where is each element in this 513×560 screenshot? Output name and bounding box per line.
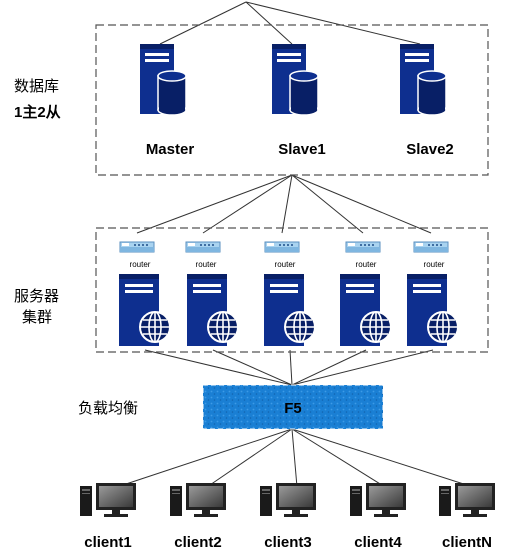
node-f5-link-3 bbox=[289, 349, 293, 386]
router-label: router bbox=[196, 260, 217, 269]
database-label-line2: 1主2从 bbox=[14, 103, 61, 121]
f5-client-link-4 bbox=[291, 428, 386, 488]
web-server-icon bbox=[119, 274, 171, 346]
database-server-icon bbox=[140, 44, 187, 116]
desktop-computer-icon bbox=[350, 483, 406, 517]
db-router-link-5 bbox=[291, 174, 432, 234]
router-icon bbox=[119, 241, 155, 253]
web-server-icon bbox=[187, 274, 239, 346]
client-2: client2 bbox=[170, 483, 226, 551]
db-server-master: Master bbox=[140, 44, 194, 158]
db-server-slave2: Slave2 bbox=[400, 44, 454, 158]
router-label: router bbox=[356, 260, 377, 269]
clients: client1 client2 client3 client4 clientN bbox=[80, 483, 495, 551]
client-label: client1 bbox=[84, 534, 132, 551]
load-balancer-label: 负载均衡 bbox=[78, 400, 138, 417]
db-server-slave1: Slave1 bbox=[272, 44, 326, 158]
cluster-node-5: router bbox=[407, 241, 459, 346]
client-label: client4 bbox=[354, 534, 402, 551]
f5-label: F5 bbox=[284, 400, 302, 417]
db-top-link-2 bbox=[245, 1, 293, 45]
web-server-icon bbox=[264, 274, 316, 346]
client-3: client3 bbox=[260, 483, 316, 551]
client-label: client2 bbox=[174, 534, 222, 551]
globe-icon bbox=[360, 311, 392, 343]
db-top-link-1 bbox=[159, 1, 247, 45]
globe-icon bbox=[427, 311, 459, 343]
node-f5-link-1 bbox=[144, 349, 293, 386]
db-server-label: Slave1 bbox=[278, 141, 326, 158]
globe-icon bbox=[139, 311, 171, 343]
database-server-icon bbox=[400, 44, 447, 116]
globe-icon bbox=[207, 311, 239, 343]
db-server-label: Slave2 bbox=[406, 141, 454, 158]
router-icon bbox=[185, 241, 221, 253]
client-5: clientN bbox=[439, 483, 495, 551]
f5-client-link-1 bbox=[116, 428, 293, 488]
node-f5-link-2 bbox=[212, 349, 293, 386]
desktop-computer-icon bbox=[170, 483, 226, 517]
connection-lines bbox=[116, 1, 474, 488]
desktop-computer-icon bbox=[260, 483, 316, 517]
web-server-icon bbox=[340, 274, 392, 346]
f5-device bbox=[202, 384, 384, 430]
router-label: router bbox=[130, 260, 151, 269]
cluster-label-line1: 服务器 bbox=[14, 288, 59, 305]
f5-load-balancer: F5 bbox=[202, 384, 384, 430]
cluster-label-line2: 集群 bbox=[22, 309, 52, 326]
desktop-computer-icon bbox=[80, 483, 136, 517]
client-label: client3 bbox=[264, 534, 312, 551]
cluster-nodes: router router router router router bbox=[119, 241, 459, 346]
client-1: client1 bbox=[80, 483, 136, 551]
router-icon bbox=[264, 241, 300, 253]
db-router-link-2 bbox=[202, 174, 293, 234]
node-f5-link-5 bbox=[291, 349, 434, 386]
db-server-label: Master bbox=[146, 141, 195, 158]
node-f5-link-4 bbox=[291, 349, 367, 386]
db-router-link-4 bbox=[291, 174, 364, 234]
database-label-line1: 数据库 bbox=[14, 78, 59, 95]
client-label: clientN bbox=[442, 534, 492, 551]
f5-client-link-3 bbox=[291, 428, 298, 488]
cluster-group-box bbox=[95, 227, 489, 353]
f5-client-link-5 bbox=[291, 428, 474, 488]
router-icon bbox=[345, 241, 381, 253]
cluster-node-4: router bbox=[340, 241, 392, 346]
client-4: client4 bbox=[350, 483, 406, 551]
cluster-node-3: router bbox=[264, 241, 316, 346]
router-label: router bbox=[275, 260, 296, 269]
database-server-icon bbox=[272, 44, 319, 116]
globe-icon bbox=[284, 311, 316, 343]
web-server-icon bbox=[407, 274, 459, 346]
f5-client-link-2 bbox=[206, 428, 293, 488]
router-icon bbox=[413, 241, 449, 253]
database-group-box bbox=[95, 24, 489, 176]
database-servers: Master Slave1 Slave2 bbox=[140, 44, 454, 158]
router-label: router bbox=[424, 260, 445, 269]
desktop-computer-icon bbox=[439, 483, 495, 517]
cluster-node-1: router bbox=[119, 241, 171, 346]
cluster-node-2: router bbox=[185, 241, 239, 346]
db-router-link-3 bbox=[281, 174, 293, 234]
db-top-link-3 bbox=[245, 1, 421, 45]
db-router-link-1 bbox=[136, 174, 293, 234]
